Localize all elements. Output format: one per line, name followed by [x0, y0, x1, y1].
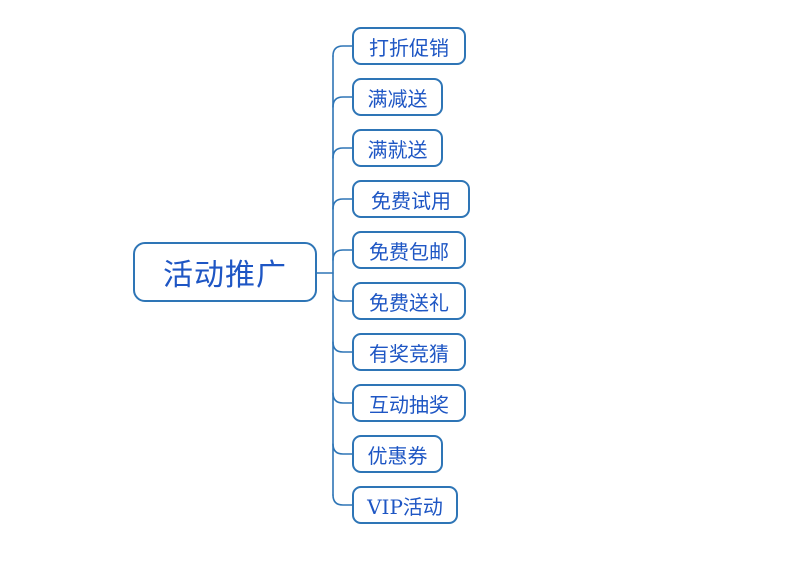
branch-line	[332, 96, 353, 108]
subtopic-node-mianfeishiyong[interactable]: 免费试用	[352, 180, 470, 218]
subtopic-node-vip-huodong[interactable]: VIP活动	[352, 486, 458, 524]
subtopic-node-manjiansong[interactable]: 满减送	[352, 78, 443, 116]
subtopic-node-hudongchoujiang[interactable]: 互动抽奖	[352, 384, 466, 422]
subtopic-node-youjiangjingcai[interactable]: 有奖竞猜	[352, 333, 466, 371]
subtopic-node-manjiusong[interactable]: 满就送	[352, 129, 443, 167]
subtopic-node-dazhecuxiao[interactable]: 打折促销	[352, 27, 466, 65]
branch-line	[332, 249, 353, 261]
root-topic-node[interactable]: 活动推广	[133, 242, 317, 302]
branch-line	[332, 341, 353, 353]
subtopic-node-youhuiquan[interactable]: 优惠券	[352, 435, 443, 473]
branch-line	[332, 494, 353, 506]
subtopic-node-mianfeisongli[interactable]: 免费送礼	[352, 282, 466, 320]
branch-line	[332, 443, 353, 455]
branch-line	[332, 290, 353, 302]
branch-line	[332, 392, 353, 404]
branch-line	[332, 45, 353, 57]
subtopic-node-mianfeibaoyou[interactable]: 免费包邮	[352, 231, 466, 269]
branch-line	[332, 147, 353, 159]
branch-line	[332, 198, 353, 210]
